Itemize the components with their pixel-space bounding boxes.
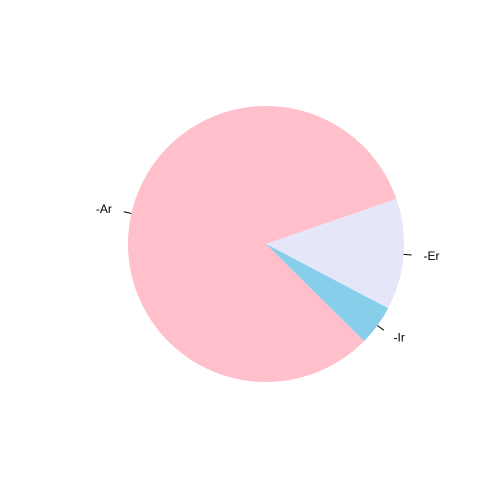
pie-slice-ar xyxy=(127,105,397,382)
pie-slice-er xyxy=(266,198,404,309)
pie-label-ir: -Ir xyxy=(394,330,405,344)
pie-label-er: -Er xyxy=(424,249,440,263)
pie-slices xyxy=(127,105,404,382)
pie-labels: -Ar -Er -Ir xyxy=(96,202,440,344)
pie-leader-line xyxy=(123,211,132,214)
pie-slice-ir xyxy=(266,244,389,341)
pie-label-ar: -Ar xyxy=(96,202,112,216)
pie-leader-line xyxy=(403,253,412,256)
pie-leader-line xyxy=(377,325,385,331)
